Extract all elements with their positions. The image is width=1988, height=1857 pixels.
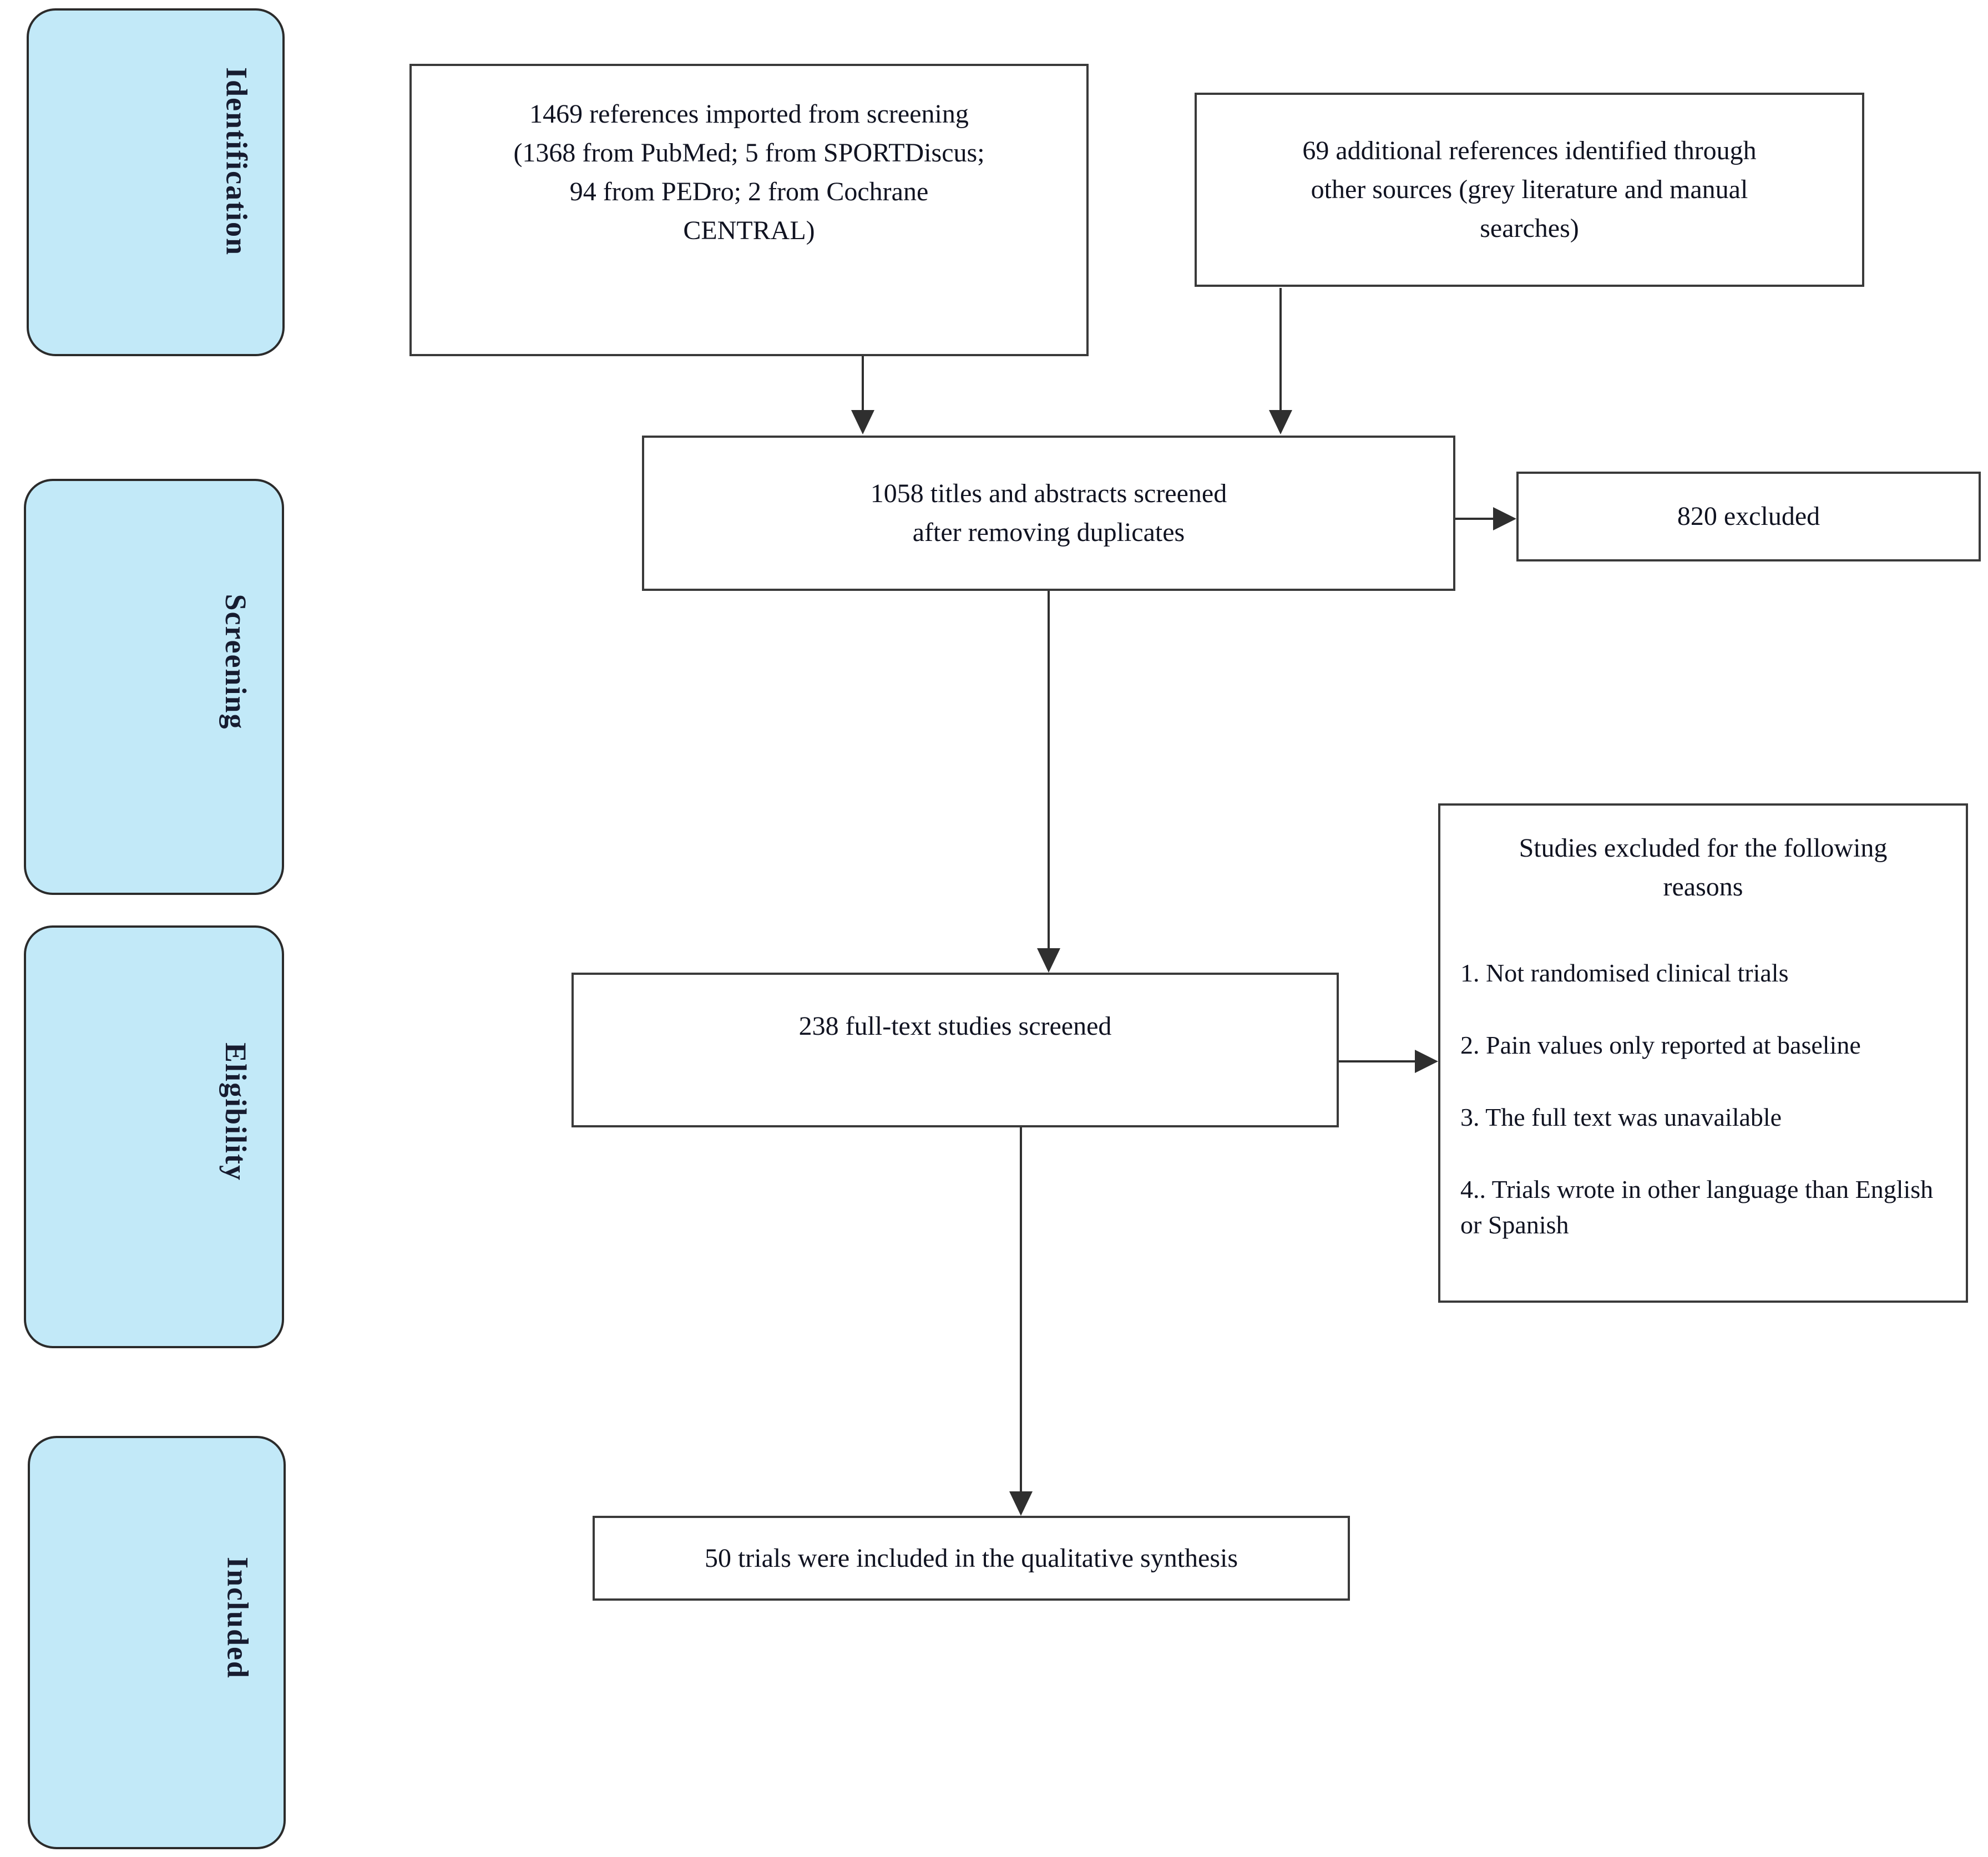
node-additional-references-line: 69 additional references identified thro… <box>1302 136 1757 165</box>
stage-identification: Identification <box>27 8 285 356</box>
node-fulltext-screened: 238 full-text studies screened <box>571 973 1339 1127</box>
node-exclusion-reasons-heading-line: Studies excluded for the following <box>1519 833 1888 863</box>
connector-screened-to-fulltext <box>1048 591 1050 949</box>
stage-identification-label: Identification <box>220 67 254 256</box>
node-qualitative-synthesis: 50 trials were included in the qualitati… <box>593 1516 1350 1601</box>
stage-screening: Screening <box>24 479 284 895</box>
node-additional-references-line: searches) <box>1480 214 1579 243</box>
connector-fulltext-to-reasons <box>1339 1060 1417 1062</box>
node-references-imported-line: 94 from PEDro; 2 from Cochrane <box>569 177 929 206</box>
node-excluded: 820 excluded <box>1516 472 1981 561</box>
node-references-imported-line: (1368 from PubMed; 5 from SPORTDiscus; <box>513 138 985 168</box>
arrowhead-additional-to-screened-icon <box>1269 410 1292 434</box>
stage-included-label: Included <box>221 1557 255 1679</box>
arrowhead-imported-to-screened-icon <box>851 410 874 434</box>
node-references-imported-line: 1469 references imported from screening <box>529 99 969 129</box>
node-references-imported: 1469 references imported from screening … <box>409 64 1089 356</box>
node-titles-abstracts-screened-line: 1058 titles and abstracts screened <box>870 479 1227 508</box>
node-qualitative-synthesis-label: 50 trials were included in the qualitati… <box>704 1543 1238 1573</box>
node-additional-references: 69 additional references identified thro… <box>1195 93 1864 287</box>
arrowhead-screened-to-excluded-icon <box>1493 507 1516 530</box>
node-fulltext-screened-label: 238 full-text studies screened <box>798 1011 1112 1041</box>
node-exclusion-reasons-heading-line: reasons <box>1663 872 1743 902</box>
exclusion-reason-item: 3. The full text was unavailable <box>1460 1103 1782 1131</box>
arrowhead-screened-to-fulltext-icon <box>1037 948 1060 973</box>
stage-included: Included <box>28 1436 286 1849</box>
node-exclusion-reasons: Studies excluded for the following reaso… <box>1438 803 1968 1303</box>
exclusion-reason-item: 1. Not randomised clinical trials <box>1460 959 1789 987</box>
stage-eligibility: Eligibility <box>24 925 284 1348</box>
exclusion-reason-item: 4.. Trials wrote in other language than … <box>1460 1175 1934 1239</box>
node-additional-references-line: other sources (grey literature and manua… <box>1311 175 1748 204</box>
arrowhead-fulltext-to-reasons-icon <box>1415 1050 1438 1073</box>
stage-eligibility-label: Eligibility <box>219 1042 253 1181</box>
connector-imported-to-screened <box>862 356 864 411</box>
connector-additional-to-screened <box>1279 288 1282 411</box>
connector-screened-to-excluded <box>1455 518 1494 520</box>
node-references-imported-line: CENTRAL) <box>683 216 815 245</box>
node-titles-abstracts-screened: 1058 titles and abstracts screened after… <box>642 436 1455 591</box>
exclusion-reason-item: 2. Pain values only reported at baseline <box>1460 1031 1861 1059</box>
arrowhead-fulltext-to-included-icon <box>1009 1491 1033 1516</box>
node-excluded-label: 820 excluded <box>1677 502 1820 531</box>
connector-fulltext-to-included <box>1020 1127 1022 1492</box>
stage-screening-label: Screening <box>219 594 253 730</box>
node-titles-abstracts-screened-line: after removing duplicates <box>912 518 1185 547</box>
